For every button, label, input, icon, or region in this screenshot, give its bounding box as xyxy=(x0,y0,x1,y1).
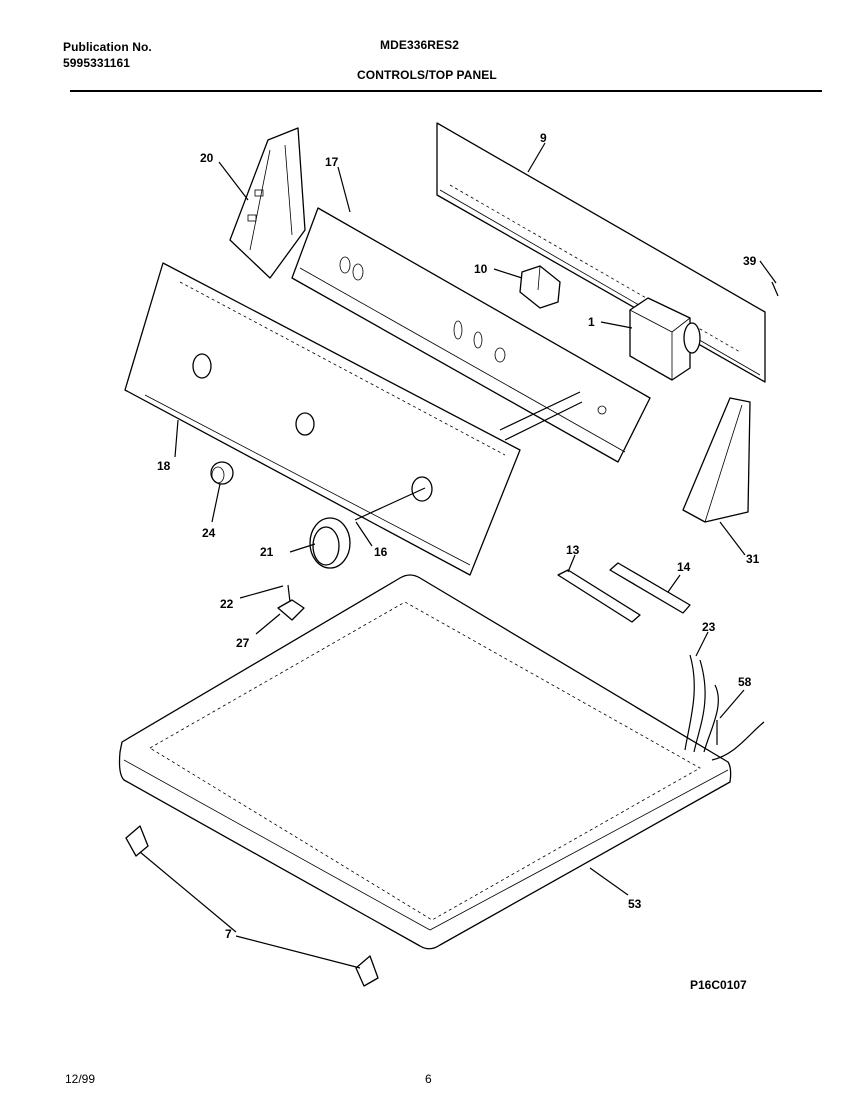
part-20-left-bracket xyxy=(229,127,306,279)
callout-20: 20 xyxy=(200,151,214,165)
callout-22: 22 xyxy=(220,597,234,611)
part-23-wire-harness xyxy=(684,654,765,761)
shaft-assembly xyxy=(354,391,583,521)
callout-39: 39 xyxy=(743,254,757,268)
page-number: 6 xyxy=(425,1072,432,1086)
part-27-clip xyxy=(277,599,305,621)
part-22-screw xyxy=(287,584,291,603)
callout-17: 17 xyxy=(325,155,339,169)
part-7-foot-lower xyxy=(355,955,379,987)
callout-24: 24 xyxy=(202,526,216,540)
callout-13: 13 xyxy=(566,543,580,557)
part-7-foot-upper xyxy=(125,825,149,857)
part-39-screw xyxy=(771,281,779,297)
callout-labels: 9 20 17 39 10 1 18 24 21 16 13 31 14 22 … xyxy=(157,131,760,941)
callout-21: 21 xyxy=(260,545,274,559)
callout-27: 27 xyxy=(236,636,250,650)
header-divider xyxy=(70,90,822,92)
callout-23: 23 xyxy=(702,620,716,634)
callout-9: 9 xyxy=(540,131,547,145)
callout-53: 53 xyxy=(628,897,642,911)
part-10-switch xyxy=(519,265,561,309)
publication-label: Publication No. xyxy=(63,40,152,54)
publication-number: 5995331161 xyxy=(63,56,131,70)
part-53-top xyxy=(118,574,732,950)
callout-7: 7 xyxy=(225,927,232,941)
footer-date: 12/99 xyxy=(65,1072,96,1086)
part-24-knob xyxy=(210,461,234,485)
part-17-control-panel xyxy=(291,207,651,463)
model-number: MDE336RES2 xyxy=(380,38,460,52)
section-title: CONTROLS/TOP PANEL xyxy=(357,68,497,82)
part-21-selector-knob xyxy=(309,517,351,569)
part-14-strap xyxy=(609,562,691,614)
callout-14: 14 xyxy=(677,560,691,574)
callout-10: 10 xyxy=(474,262,488,276)
part-1-timer xyxy=(629,297,701,381)
callout-58: 58 xyxy=(738,675,752,689)
leader-lines xyxy=(139,142,777,969)
part-31-right-bracket xyxy=(682,397,751,523)
part-13-strap xyxy=(557,569,641,623)
callout-16: 16 xyxy=(374,545,388,559)
drawing-code: P16C0107 xyxy=(690,978,747,992)
callout-18: 18 xyxy=(157,459,171,473)
callout-1: 1 xyxy=(588,315,595,329)
callout-31: 31 xyxy=(746,552,760,566)
